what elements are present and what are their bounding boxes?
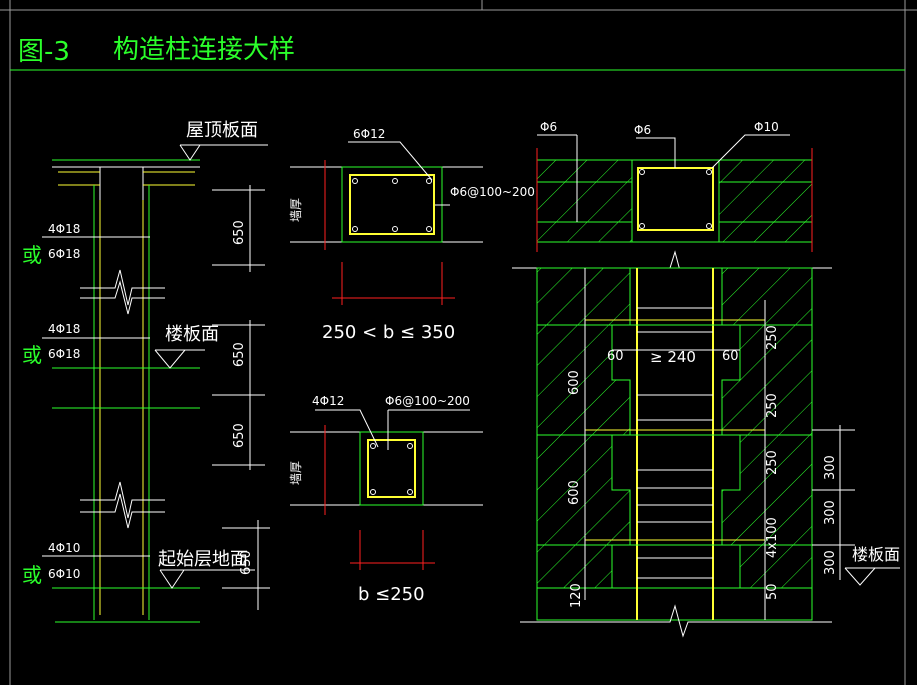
- dim-650-mid-b: 650: [232, 423, 247, 448]
- mid-rebar-alt-label: 6Φ18: [48, 347, 80, 361]
- dim-250-c: 250: [765, 450, 780, 475]
- dim-300-a: 300: [823, 455, 838, 480]
- section-a-rebar: 6Φ12: [353, 127, 385, 141]
- left-elevation: [42, 144, 270, 623]
- top-rebar-label: 4Φ18: [48, 222, 80, 236]
- mid-rebar-label: 4Φ18: [48, 322, 80, 336]
- dim-650-mid-a: 650: [232, 342, 247, 367]
- floor-slab-label: 楼板面: [165, 324, 219, 345]
- right-label-phi6-a: Φ6: [540, 120, 557, 134]
- dim-250-b: 250: [765, 393, 780, 418]
- section-a: [290, 141, 483, 305]
- dim-60-right: 60: [722, 349, 739, 364]
- top-or-label: 或: [22, 243, 42, 267]
- right-label-phi10: Φ10: [754, 120, 779, 134]
- section-b-wall-thickness: 墙厚: [289, 461, 303, 485]
- bot-rebar-alt-label: 6Φ10: [48, 567, 80, 581]
- dim-240: ≥ 240: [650, 348, 696, 366]
- dim-4x100: 4x100: [765, 517, 780, 558]
- right-floor-slab-label: 楼板面: [852, 545, 900, 564]
- mid-or-label: 或: [22, 343, 42, 367]
- right-label-phi6-b: Φ6: [634, 123, 651, 137]
- right-detail: [512, 134, 900, 638]
- dim-650-bot: 650: [239, 550, 254, 575]
- section-b-stirrup: Φ6@100~200: [385, 394, 470, 408]
- dim-300-c: 300: [823, 550, 838, 575]
- section-a-stirrup: Φ6@100~200: [450, 185, 535, 199]
- drawing-title: 构造柱连接大样: [113, 35, 295, 65]
- dim-60-left: 60: [607, 349, 624, 364]
- figure-number: 图-3: [18, 37, 70, 67]
- dim-600-lower: 600: [567, 480, 582, 505]
- section-a-width-range: 250 < b ≤ 350: [322, 322, 455, 343]
- dim-50: 50: [765, 583, 780, 600]
- bot-or-label: 或: [22, 563, 42, 587]
- bot-rebar-label: 4Φ10: [48, 541, 80, 555]
- section-b-width-range: b ≤250: [358, 584, 425, 605]
- dim-120: 120: [569, 583, 584, 608]
- dim-300-b: 300: [823, 500, 838, 525]
- dim-650-top: 650: [232, 220, 247, 245]
- section-a-wall-thickness: 墙厚: [289, 198, 303, 222]
- dim-250-a: 250: [765, 325, 780, 350]
- dim-600-upper: 600: [567, 370, 582, 395]
- roof-slab-label: 屋顶板面: [186, 120, 258, 141]
- top-rebar-alt-label: 6Φ18: [48, 247, 80, 261]
- ground-floor-label: 起始层地面: [158, 549, 248, 570]
- section-b-rebar: 4Φ12: [312, 394, 344, 408]
- section-b: [290, 409, 483, 570]
